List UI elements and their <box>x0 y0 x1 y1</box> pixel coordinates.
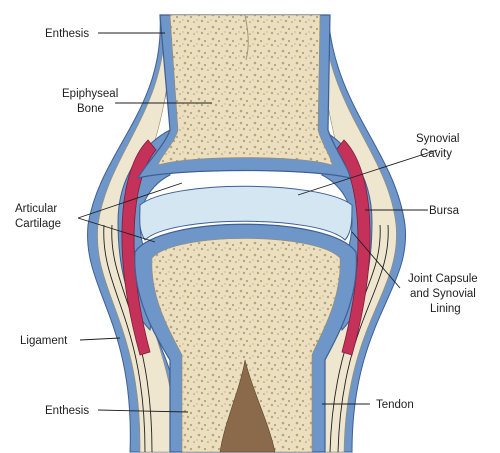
label-tendon: Tendon <box>376 399 414 411</box>
label-synovial-cavity-line1: Synovial <box>416 133 459 145</box>
label-bursa: Bursa <box>429 205 460 217</box>
label-articular-cartilage-line1: Articular <box>15 203 57 215</box>
label-enthesis-top: Enthesis <box>45 28 89 40</box>
synovial-lining-red <box>121 139 371 356</box>
upper-bone <box>136 14 351 179</box>
leader-lines <box>77 32 438 413</box>
label-joint-capsule-line3: Lining <box>430 303 461 315</box>
label-joint-capsule-line2: and Synovial <box>410 288 476 300</box>
label-enthesis-bottom: Enthesis <box>45 405 89 417</box>
label-epiphyseal-bone-line1: Epiphyseal <box>62 88 118 100</box>
label-joint-capsule-line1: Joint Capsule <box>408 273 478 285</box>
label-ligament: Ligament <box>20 335 68 347</box>
label-epiphyseal-bone-line2: Bone <box>77 103 104 115</box>
marrow-cavity <box>219 359 276 453</box>
label-synovial-cavity-line2: Cavity <box>420 148 452 160</box>
synovial-cavity <box>139 185 353 241</box>
lower-bone <box>134 223 358 453</box>
label-articular-cartilage-line2: Cartilage <box>15 218 61 230</box>
labels: Enthesis Epiphyseal Bone Synovial Cavity… <box>15 28 478 417</box>
